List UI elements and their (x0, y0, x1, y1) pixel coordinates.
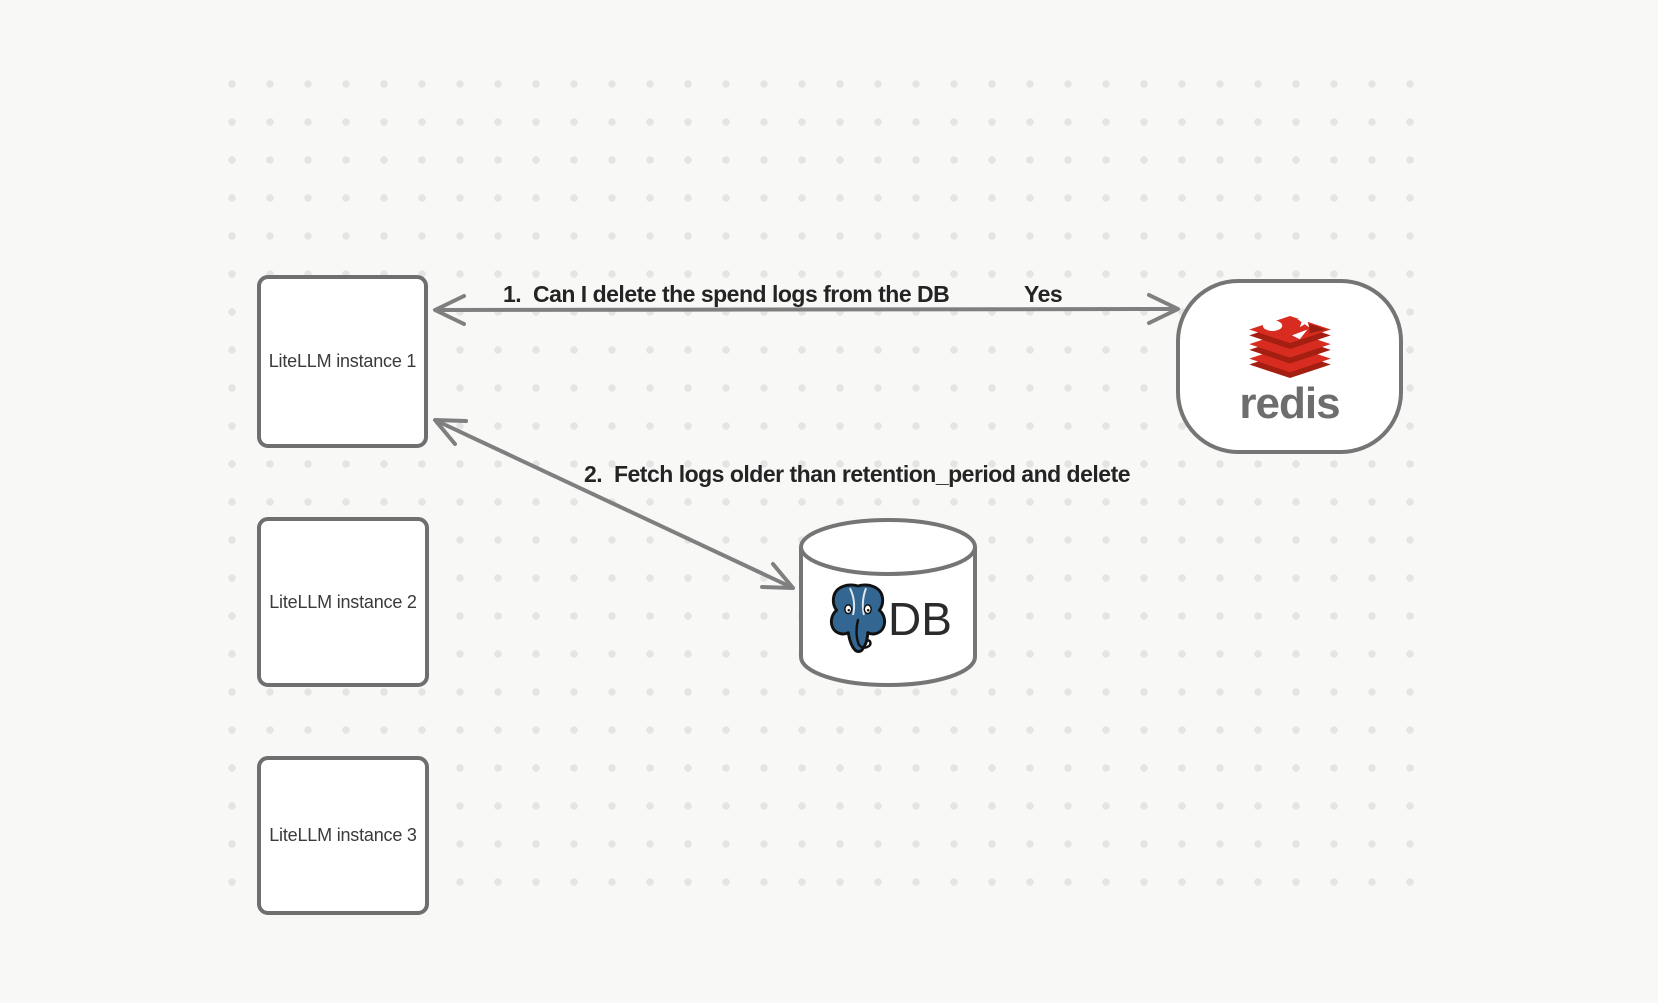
node-database: DB (798, 517, 978, 689)
edge2-label: 2. Fetch logs older than retention_perio… (584, 461, 1131, 487)
node-label-litellm-instance-1: LiteLLM instance 1 (268, 351, 417, 371)
node-redis: redis (1176, 279, 1403, 454)
arrow-litellm1-redis (433, 293, 1180, 326)
node-litellm-instance-1: LiteLLM instance 1 (257, 275, 428, 448)
edge1-label: 1. Can I delete the spend logs from the … (503, 281, 950, 307)
node-label-litellm-instance-2: LiteLLM instance 2 (269, 591, 417, 612)
redis-wordmark: redis (1239, 378, 1340, 428)
arrow-litellm1-db (433, 418, 795, 590)
db-label: DB (888, 593, 952, 645)
database-cylinder-shape (799, 518, 977, 687)
edge1-response-label: Yes (1024, 281, 1063, 307)
node-litellm-instance-2: LiteLLM instance 2 (257, 517, 429, 687)
postgresql-elephant-icon (830, 583, 887, 653)
node-litellm-instance-3: LiteLLM instance 3 (257, 756, 429, 915)
redis-logo-icon (1248, 313, 1331, 378)
node-label-litellm-instance-3: LiteLLM instance 3 (269, 825, 417, 845)
